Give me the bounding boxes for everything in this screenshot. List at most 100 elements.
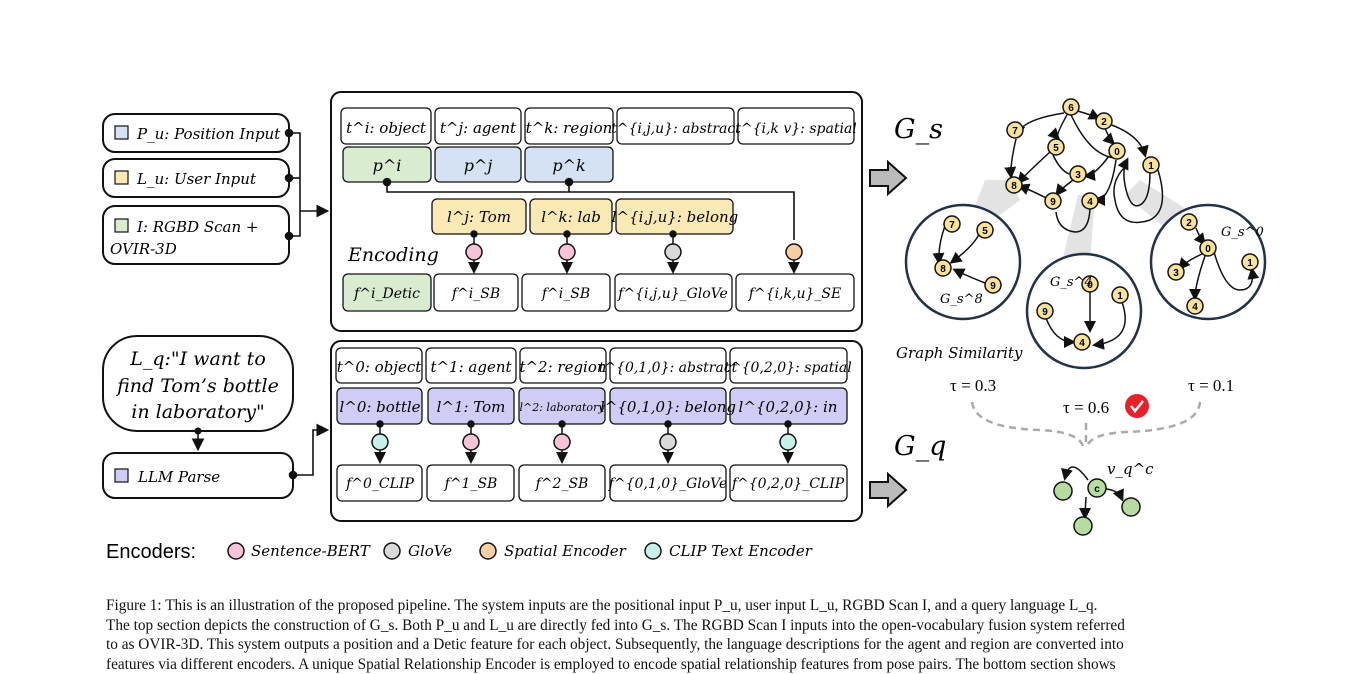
tau-right: τ = 0.1 xyxy=(1188,376,1234,395)
input-position-label: P_u: Position Input xyxy=(136,125,281,143)
main-node-8: 8 xyxy=(1006,177,1022,193)
subgraph-8-label: G_s^8 xyxy=(940,292,983,307)
main-node-5: 5 xyxy=(1048,139,1064,155)
svg-text:8: 8 xyxy=(1011,181,1017,192)
subgraph-0: 2 0 3 1 4 G_s^0 xyxy=(1151,205,1265,319)
svg-text:9: 9 xyxy=(990,281,996,292)
main-node-1: 1 xyxy=(1143,157,1159,173)
svg-text:0: 0 xyxy=(1114,147,1120,158)
svg-text:1: 1 xyxy=(1148,161,1154,172)
svg-text:3: 3 xyxy=(1075,170,1081,181)
gq-label: G_q xyxy=(894,431,946,462)
query-line2: find Tom’s bottle xyxy=(115,375,279,397)
svg-text:1: 1 xyxy=(1117,291,1123,302)
svg-text:4: 4 xyxy=(1087,197,1093,208)
gs-label: G_s xyxy=(894,114,943,145)
input-user-label: L_u: User Input xyxy=(136,170,257,188)
bottom-feat-4: f^{0,2,0}_CLIP xyxy=(731,476,845,492)
top-pos-1: p^j xyxy=(464,156,493,175)
bottom-feat-1: f^1_SB xyxy=(444,476,498,492)
bottom-feat-2: f^2_SB xyxy=(535,476,589,492)
top-type-2: t^k: region xyxy=(526,119,613,137)
main-node-6: 6 xyxy=(1063,99,1079,115)
bottom-label-3: l^{0,1,0}: belong xyxy=(600,398,736,416)
top-label-0: l^j: Tom xyxy=(447,208,511,226)
svg-text:3: 3 xyxy=(1173,268,1179,279)
figure-caption: Figure 1: This is an illustration of the… xyxy=(106,596,1286,674)
top-type-1: t^j: agent xyxy=(440,119,517,137)
top-feat-0: f^i_Detic xyxy=(353,286,420,302)
bottom-label-0: l^0: bottle xyxy=(339,398,420,416)
query-center-node: c xyxy=(1094,484,1100,495)
main-node-7: 7 xyxy=(1007,122,1023,138)
top-pos-2: p^k xyxy=(552,156,585,175)
input-rgbd-line2: OVIR-3D xyxy=(110,240,177,258)
legend-item-2: Spatial Encoder xyxy=(504,542,627,560)
tau-middle: τ = 0.6 xyxy=(1063,398,1109,417)
svg-text:0: 0 xyxy=(1205,244,1211,255)
query-line1: L_q:"I want to xyxy=(129,348,266,370)
llm-connector xyxy=(290,430,327,479)
main-node-3: 3 xyxy=(1070,166,1086,182)
input-position: P_u: Position Input xyxy=(103,114,289,152)
bottom-panel: t^0: object t^1: agent t^2: region t^{0,… xyxy=(331,341,862,521)
top-label-2: l^{i,j,u}: belong xyxy=(612,208,739,226)
subgraph-0-label: G_s^0 xyxy=(1221,225,1264,240)
input-rgbd: I: RGBD Scan + OVIR-3D xyxy=(103,206,289,264)
top-panel: t^i: object t^j: agent t^k: region t^{i,… xyxy=(331,92,862,331)
top-pos-0: p^i xyxy=(373,156,402,175)
graph-similarity-label: Graph Similarity xyxy=(896,344,1023,362)
top-feat-1: f^i_SB xyxy=(451,286,500,302)
arrow-to-gq xyxy=(870,474,906,506)
input-llm-label: LLM Parse xyxy=(137,468,220,486)
svg-text:9: 9 xyxy=(1042,307,1048,318)
top-type-3: t^{i,j,u}: abstract xyxy=(611,121,741,137)
input-connector-top xyxy=(286,130,327,240)
svg-text:1: 1 xyxy=(1247,258,1253,269)
main-node-4: 4 xyxy=(1082,193,1098,209)
svg-text:7: 7 xyxy=(1012,126,1018,137)
bottom-label-2: l^2: laboratory xyxy=(519,401,605,414)
top-feat-2: f^i_SB xyxy=(541,286,590,302)
svg-text:2: 2 xyxy=(1101,117,1107,128)
top-type-0: t^i: object xyxy=(346,119,427,137)
subgraph-8: 7 5 8 9 G_s^8 xyxy=(906,205,1020,319)
caption-line-2: The top section depicts the construction… xyxy=(106,616,1286,636)
svg-text:4: 4 xyxy=(1192,302,1198,313)
svg-text:8: 8 xyxy=(940,264,946,275)
input-llm: LLM Parse xyxy=(103,453,293,498)
svg-text:2: 2 xyxy=(1186,218,1192,229)
bottom-type-0: t^0: object xyxy=(337,358,423,376)
main-node-9: 9 xyxy=(1045,193,1061,209)
arrow-to-gs xyxy=(870,162,906,194)
legend-title: Encoders: xyxy=(106,541,196,563)
check-icon xyxy=(1125,394,1149,418)
legend-item-1: GloVe xyxy=(408,542,452,560)
svg-text:7: 7 xyxy=(949,220,955,231)
bottom-type-2: t^2: region xyxy=(519,358,606,376)
query-graph: c v_q^c xyxy=(1054,460,1154,535)
vq-label: v_q^c xyxy=(1107,460,1154,478)
query-to-llm-arrow xyxy=(195,428,202,449)
legend-item-0: Sentence-BERT xyxy=(251,542,371,560)
svg-text:9: 9 xyxy=(1050,197,1056,208)
bottom-type-3: t^{0,1,0}: abstract xyxy=(599,360,738,376)
query-input: L_q:"I want to find Tom’s bottle in labo… xyxy=(103,336,293,431)
svg-text:4: 4 xyxy=(1079,338,1085,349)
svg-text:5: 5 xyxy=(982,226,988,237)
query-line3: in laboratory" xyxy=(131,401,264,423)
caption-line-4: features via different encoders. A uniqu… xyxy=(106,655,1286,674)
bottom-label-1: l^1: Tom xyxy=(437,398,506,416)
svg-text:5: 5 xyxy=(1053,143,1059,154)
bottom-feat-3: f^{0,1,0}_GloVe xyxy=(608,476,728,492)
top-feat-3: f^{i,j,u}_GloVe xyxy=(617,286,728,302)
encoding-label: Encoding xyxy=(347,244,439,266)
legend-item-3: CLIP Text Encoder xyxy=(669,542,813,560)
subgraph-4: 0 1 9 4 G_s^4 xyxy=(1027,254,1141,368)
bottom-feat-0: f^0_CLIP xyxy=(345,476,414,492)
input-rgbd-line1: I: RGBD Scan + xyxy=(136,218,258,236)
input-user: L_u: User Input xyxy=(103,159,289,197)
bottom-type-1: t^1: agent xyxy=(430,358,512,376)
caption-line-3: to as OVIR-3D. This system outputs a pos… xyxy=(106,635,1286,655)
